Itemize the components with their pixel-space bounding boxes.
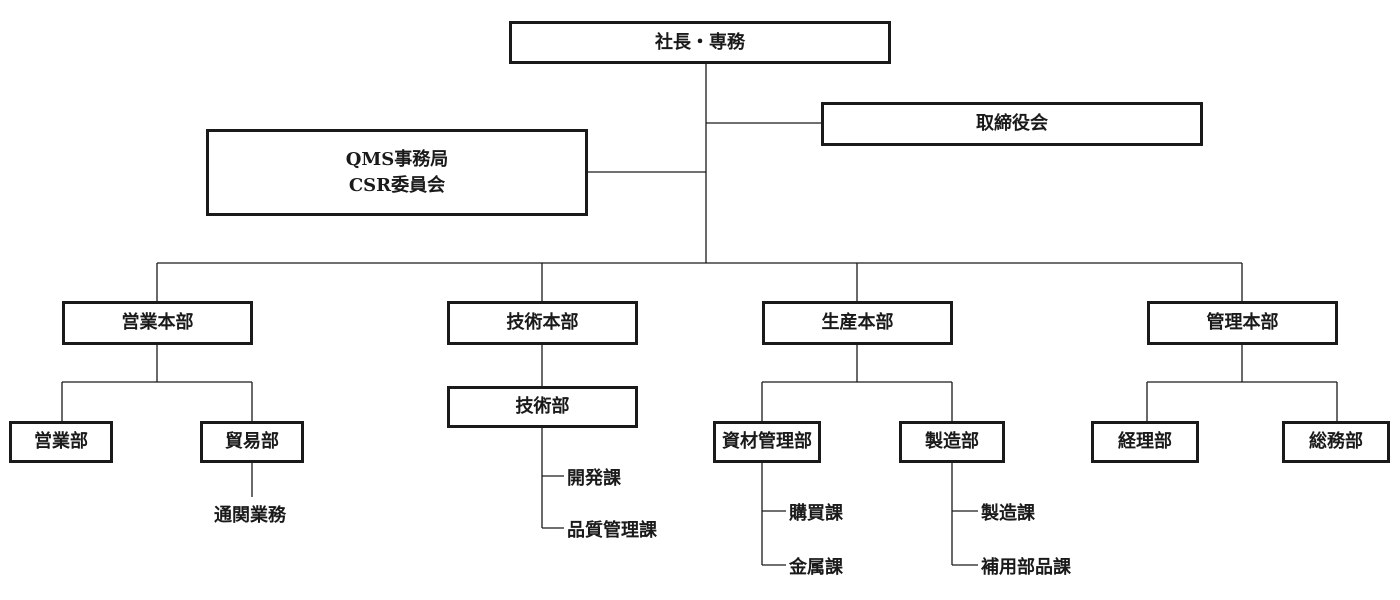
dept-sales-label: 営業部 [34, 431, 88, 453]
dept-materials-box: 資材管理部 [713, 421, 821, 463]
dept-manufacturing-box: 製造部 [899, 421, 1005, 463]
dept-materials-label: 資材管理部 [722, 431, 812, 453]
division-sales-label: 営業本部 [121, 312, 194, 334]
dept-engineering-label: 技術部 [515, 396, 570, 418]
section-quality-label: 品質管理課 [567, 520, 657, 541]
dept-manufacturing-label: 製造部 [925, 431, 979, 453]
section-purchasing-label: 購買課 [789, 503, 843, 524]
staff-box: QMS事務局 CSR委員会 [206, 129, 588, 216]
section-metals-label: 金属課 [789, 557, 843, 578]
section-manufacturing-label: 製造課 [981, 503, 1035, 524]
division-production-label: 生産本部 [821, 312, 894, 334]
division-admin-label: 管理本部 [1206, 312, 1279, 334]
president-box: 社長・専務 [509, 21, 891, 64]
section-spare-parts-label: 補用部品課 [981, 557, 1071, 578]
division-engineering-label: 技術本部 [506, 312, 579, 334]
president-label: 社長・専務 [655, 31, 745, 53]
dept-sales-box: 営業部 [9, 421, 113, 463]
qms-office-label: QMS事務局 [345, 149, 449, 171]
dept-accounting-box: 経理部 [1091, 421, 1199, 463]
dept-engineering-box: 技術部 [447, 386, 638, 428]
dept-general-affairs-box: 総務部 [1282, 421, 1390, 463]
dept-trade-box: 貿易部 [200, 421, 304, 463]
division-admin-box: 管理本部 [1147, 301, 1338, 345]
task-customs-label: 通関業務 [214, 505, 286, 526]
division-engineering-box: 技術本部 [447, 301, 638, 345]
division-production-box: 生産本部 [762, 301, 953, 345]
board-box: 取締役会 [821, 102, 1203, 146]
board-label: 取締役会 [976, 113, 1048, 135]
csr-committee-label: CSR委員会 [348, 174, 446, 196]
section-development-label: 開発課 [567, 468, 621, 489]
dept-accounting-label: 経理部 [1118, 431, 1172, 453]
dept-general-affairs-label: 総務部 [1309, 431, 1363, 453]
division-sales-box: 営業本部 [62, 301, 253, 345]
dept-trade-label: 貿易部 [225, 431, 279, 453]
